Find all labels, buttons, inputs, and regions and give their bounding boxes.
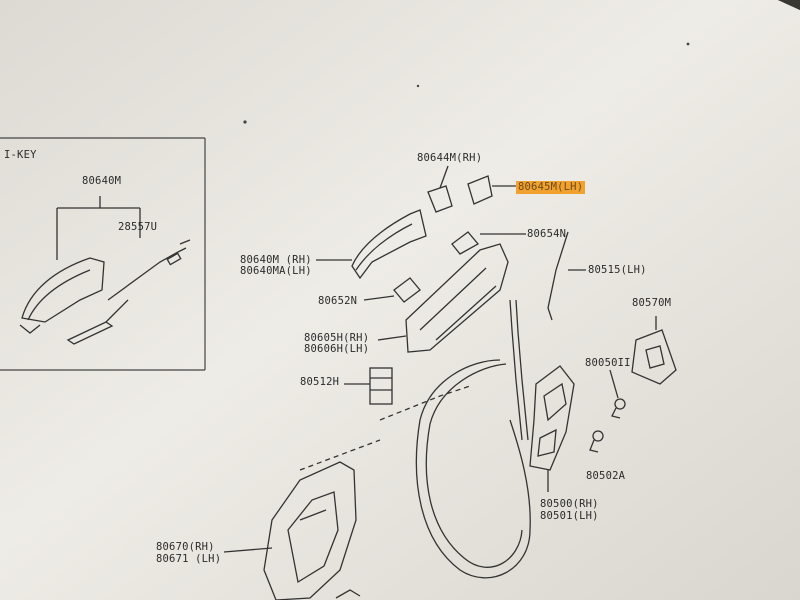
part-label-80570M: 80570M	[632, 297, 672, 309]
escutcheon-drawing	[363, 165, 526, 303]
connector-drawing	[344, 367, 393, 405]
lock-assembly-drawing	[529, 365, 604, 492]
striker-drawing	[609, 316, 677, 419]
part-label-80645M-highlighted: 80645M(LH)	[516, 181, 586, 194]
part-label-80640M-rh: 80640M (RH)	[240, 254, 312, 266]
inset-title: I-KEY	[4, 149, 37, 161]
rod-drawing	[547, 231, 586, 321]
part-label-80501: 80501(LH)	[540, 510, 599, 522]
inside-handle-drawing	[223, 461, 361, 600]
part-label-80652N: 80652N	[318, 295, 358, 307]
handle-frame-drawing	[377, 243, 509, 353]
part-label-80605H: 80605H(RH)	[304, 332, 370, 344]
inset-label-80640M: 80640M	[82, 175, 122, 187]
part-label-80644M: 80644M(RH)	[417, 152, 483, 164]
part-label-80671: 80671 (LH)	[156, 553, 222, 565]
specks	[243, 42, 690, 124]
part-label-80512H: 80512H	[300, 376, 340, 388]
part-label-80640MA-lh: 80640MA(LH)	[240, 265, 312, 277]
outside-handle-drawing	[316, 209, 427, 280]
part-label-80654N: 80654N	[527, 228, 567, 240]
part-label-80606H: 80606H(LH)	[304, 343, 370, 355]
part-label-80500: 80500(RH)	[540, 498, 599, 510]
inset-handle-drawing	[19, 196, 191, 345]
cable-loop-drawing	[299, 299, 531, 579]
part-label-80502A: 80502A	[586, 470, 626, 482]
inset-frame	[0, 137, 206, 371]
part-label-80515: 80515(LH)	[588, 264, 647, 276]
part-label-80050: 80050II	[585, 357, 631, 369]
inset-label-28557U: 28557U	[118, 221, 158, 233]
part-label-80670: 80670(RH)	[156, 541, 215, 553]
